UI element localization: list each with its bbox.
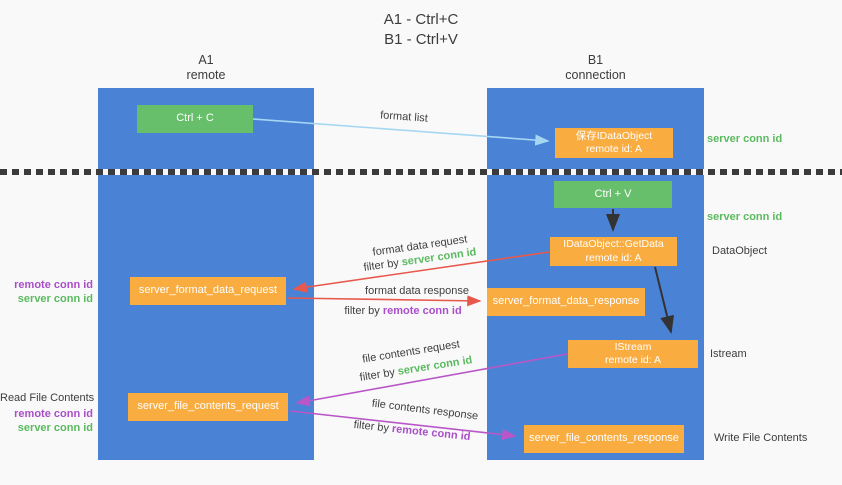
- file-contents-response-filter-label: filter by remote conn id: [353, 419, 471, 443]
- server-conn-id-label-file: server conn id: [17, 422, 93, 434]
- remote-conn-id-label-file: remote conn id: [14, 408, 93, 420]
- save-idataobject-line2: remote id: A: [585, 143, 643, 155]
- server-format-data-response-label: server_format_data_response: [492, 295, 640, 308]
- read-file-contents-label: Read File Contents: [0, 392, 95, 404]
- filter-by-text: filter by: [344, 305, 383, 317]
- server-conn-id-label-top: server conn id: [707, 133, 783, 145]
- getdata-line1: IDataObject::GetData: [563, 238, 664, 251]
- filter-by-text: filter by: [353, 418, 393, 435]
- istream-side-label: Istream: [710, 348, 747, 360]
- ctrl-c-label: Ctrl + C: [176, 112, 214, 125]
- ctrl-c-node: Ctrl + C: [137, 105, 253, 133]
- save-idataobject-node: 保存IDataObject remote id: A: [555, 128, 673, 158]
- server-file-contents-request-label: server_file_contents_request: [137, 400, 279, 413]
- istream-line1: IStream: [614, 340, 652, 353]
- column-a1-name: A1: [198, 53, 214, 67]
- column-header-a1: A1 remote: [98, 53, 314, 83]
- server-file-contents-response-label: server_file_contents_response: [529, 432, 679, 445]
- ctrl-v-node: Ctrl + V: [554, 181, 672, 208]
- format-data-response-label: format data response: [365, 285, 469, 297]
- istream-node: IStream remote id: A: [568, 340, 698, 368]
- filter-by-text: filter by: [362, 256, 403, 274]
- server-format-data-response-node: server_format_data_response: [487, 288, 645, 316]
- filter-by-text: filter by: [358, 365, 399, 384]
- getdata-line2: remote id: A: [585, 251, 642, 264]
- server-format-data-request-label: server_format_data_request: [138, 284, 278, 297]
- server-file-contents-response-node: server_file_contents_response: [524, 425, 684, 453]
- remote-conn-id-label-format: remote conn id: [14, 279, 93, 291]
- column-b1-subtitle: connection: [565, 68, 626, 82]
- server-file-contents-request-node: server_file_contents_request: [128, 393, 288, 421]
- server-conn-id-label-mid: server conn id: [707, 211, 783, 223]
- title-line-1: A1 - Ctrl+C: [383, 11, 459, 28]
- remote-conn-id-key: remote conn id: [382, 305, 462, 317]
- column-b1-name: B1: [587, 53, 604, 67]
- istream-line2: remote id: A: [604, 354, 662, 366]
- write-file-contents-label: Write File Contents: [714, 432, 808, 444]
- format-data-response-filter-label: filter by remote conn id: [344, 305, 461, 317]
- column-header-b1: B1 connection: [487, 53, 704, 83]
- session-separator-dotted-line: [0, 169, 842, 175]
- server-conn-id-label-format: server conn id: [17, 293, 93, 305]
- dataobject-label: DataObject: [712, 245, 768, 257]
- file-contents-response-label: file contents response: [371, 397, 479, 423]
- server-format-data-request-node: server_format_data_request: [130, 277, 286, 305]
- remote-conn-id-key: remote conn id: [391, 422, 471, 444]
- ctrl-v-label: Ctrl + V: [594, 187, 632, 200]
- format-list-label: format list: [379, 109, 429, 125]
- idataobject-getdata-node: IDataObject::GetData remote id: A: [550, 237, 677, 266]
- title-line-2: B1 - Ctrl+V: [384, 31, 458, 48]
- column-a1-subtitle: remote: [186, 68, 226, 82]
- diagram-title: A1 - Ctrl+C B1 - Ctrl+V: [0, 10, 842, 50]
- save-idataobject-line1: 保存IDataObject: [575, 129, 653, 142]
- format-data-response-arrow: [286, 295, 482, 307]
